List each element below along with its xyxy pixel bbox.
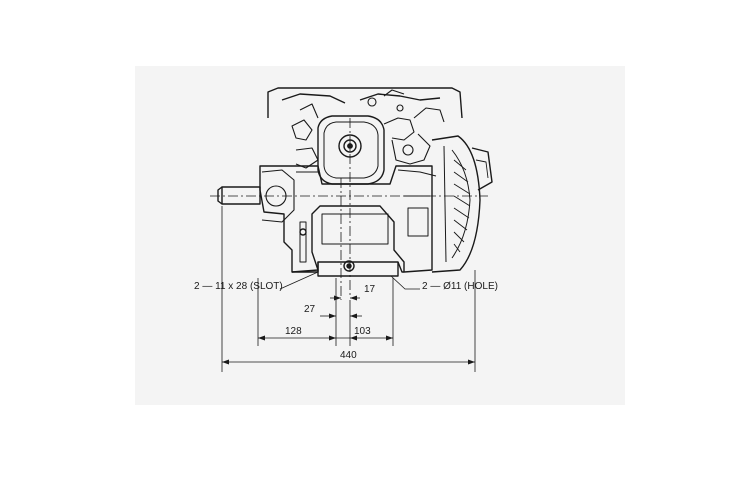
carburetor-linkage	[291, 89, 445, 177]
crankcase-body	[259, 165, 433, 273]
dimension-17: 17	[364, 284, 376, 295]
air-cleaner-cover	[317, 115, 385, 185]
recoil-starter-housing	[431, 135, 493, 273]
leader-lines	[279, 271, 420, 290]
slot-label: 2 — 11 x 28 (SLOT)	[194, 281, 283, 292]
hole-label: 2 — Ø11 (HOLE)	[422, 281, 498, 292]
mounting-base	[292, 260, 404, 277]
dimension-128: 128	[285, 326, 302, 337]
dimension-arrowheads	[222, 295, 475, 365]
output-shaft	[217, 186, 261, 205]
centre-lines	[210, 118, 488, 300]
fuel-tank-outline	[267, 87, 463, 119]
dimension-27: 27	[304, 304, 316, 315]
dimension-440: 440	[340, 350, 357, 361]
extension-lines	[221, 206, 476, 372]
dimension-103: 103	[354, 326, 371, 337]
